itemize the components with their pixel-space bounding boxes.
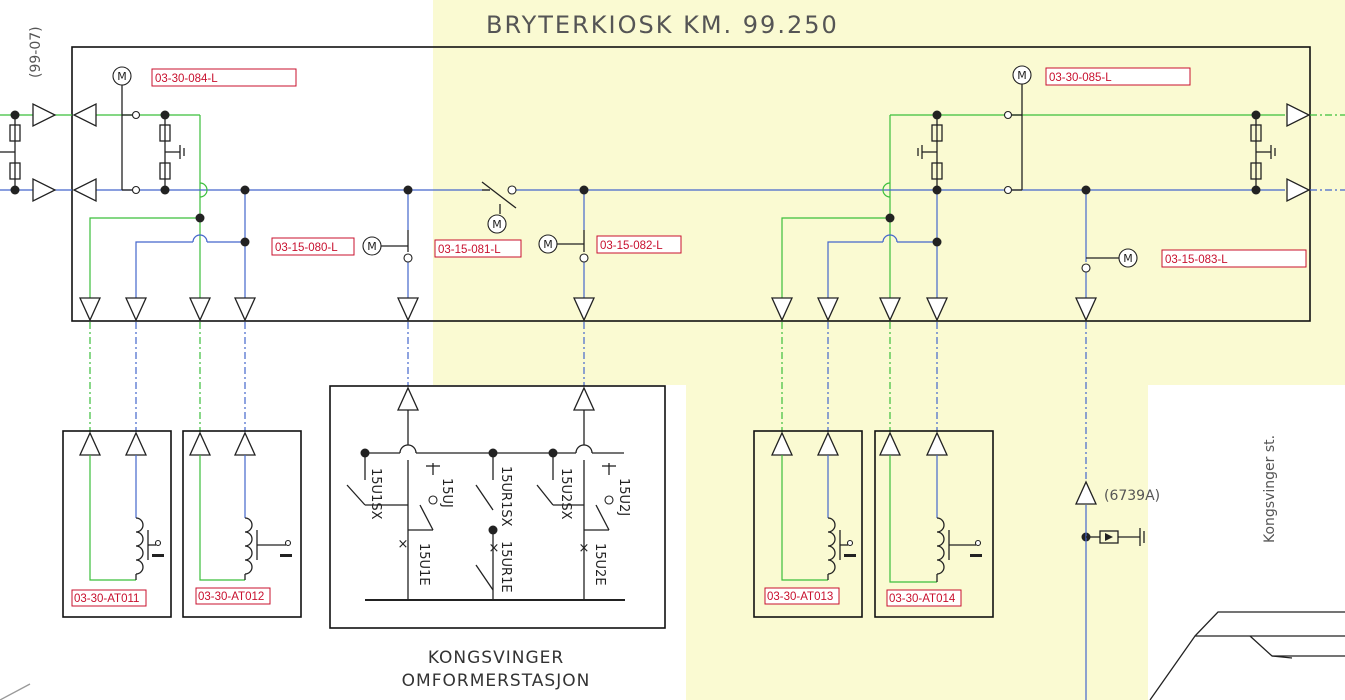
code-15u2sx: 15U2SX <box>558 468 573 520</box>
label-03-30-084-l: 03-30-084-L <box>155 73 218 85</box>
label-03-30-at014: 03-30-AT014 <box>889 593 956 605</box>
label-03-15-082-l: 03-15-082-L <box>600 240 663 252</box>
label-03-15-080-l: 03-15-080-L <box>275 242 338 254</box>
transformer-at012[interactable]: 03-30-AT012 <box>182 430 302 618</box>
disconnector-081[interactable]: 03-15-081-L <box>434 181 522 258</box>
code-15uj: 15UJ <box>439 478 454 508</box>
label-03-30-at011: 03-30-AT011 <box>74 593 139 605</box>
disconnector-082[interactable]: 03-15-082-L <box>538 230 682 263</box>
revision-label: (99-07) <box>28 26 44 78</box>
converter-station: × × × 15U1SX 15UJ 15U1E 15UR1SX 15UR1E 1… <box>329 385 666 629</box>
transformer-at011[interactable]: 03-30-AT011 <box>62 430 172 618</box>
disconnector-083[interactable]: 03-15-083-L <box>1081 248 1307 273</box>
surge-arresters-left <box>0 115 185 190</box>
transformer-at013[interactable]: 03-30-AT013 <box>753 430 863 618</box>
svg-text:×: × <box>579 541 590 556</box>
station-name-line2: OMFORMERSTASJON <box>402 671 591 691</box>
disconnector-085[interactable]: 03-30-085-L <box>1003 65 1191 195</box>
kiosk-outputs <box>78 297 1098 322</box>
station-name-line1: KONGSVINGER <box>428 648 564 668</box>
code-15u2e: 15U2E <box>592 543 607 586</box>
label-03-15-083-l: 03-15-083-L <box>1165 254 1228 266</box>
svg-text:×: × <box>398 537 409 552</box>
disconnector-080[interactable]: 03-15-080-L <box>271 230 413 263</box>
feeder-6739a: (6739A) <box>1074 480 1160 546</box>
line-terminals <box>32 102 1311 203</box>
transformer-at014[interactable]: 03-30-AT014 <box>874 430 994 618</box>
label-03-15-081-l: 03-15-081-L <box>438 244 501 256</box>
label-03-30-at013: 03-30-AT013 <box>767 591 833 603</box>
svg-text:×: × <box>489 541 500 556</box>
kiosk-title: BRYTERKIOSK KM. 99.250 <box>486 11 839 39</box>
surge-arresters-right <box>917 115 1276 190</box>
code-15u2j: 15U2J <box>616 478 631 516</box>
code-15ur1sx: 15UR1SX <box>498 466 513 527</box>
station-label: Kongsvinger st. <box>1262 435 1278 543</box>
code-15u1e: 15U1E <box>416 543 431 586</box>
disconnector-084[interactable]: 03-30-084-L <box>112 66 297 195</box>
label-03-30-at012: 03-30-AT012 <box>198 591 264 603</box>
feeder-label: (6739A) <box>1104 488 1160 504</box>
cables <box>89 322 1087 700</box>
code-15u1sx: 15U1SX <box>368 468 383 520</box>
code-15ur1e: 15UR1E <box>498 541 513 593</box>
kiosk-enclosure <box>71 46 1311 322</box>
track-lines <box>0 611 1345 700</box>
label-03-30-085-l: 03-30-085-L <box>1049 72 1112 84</box>
